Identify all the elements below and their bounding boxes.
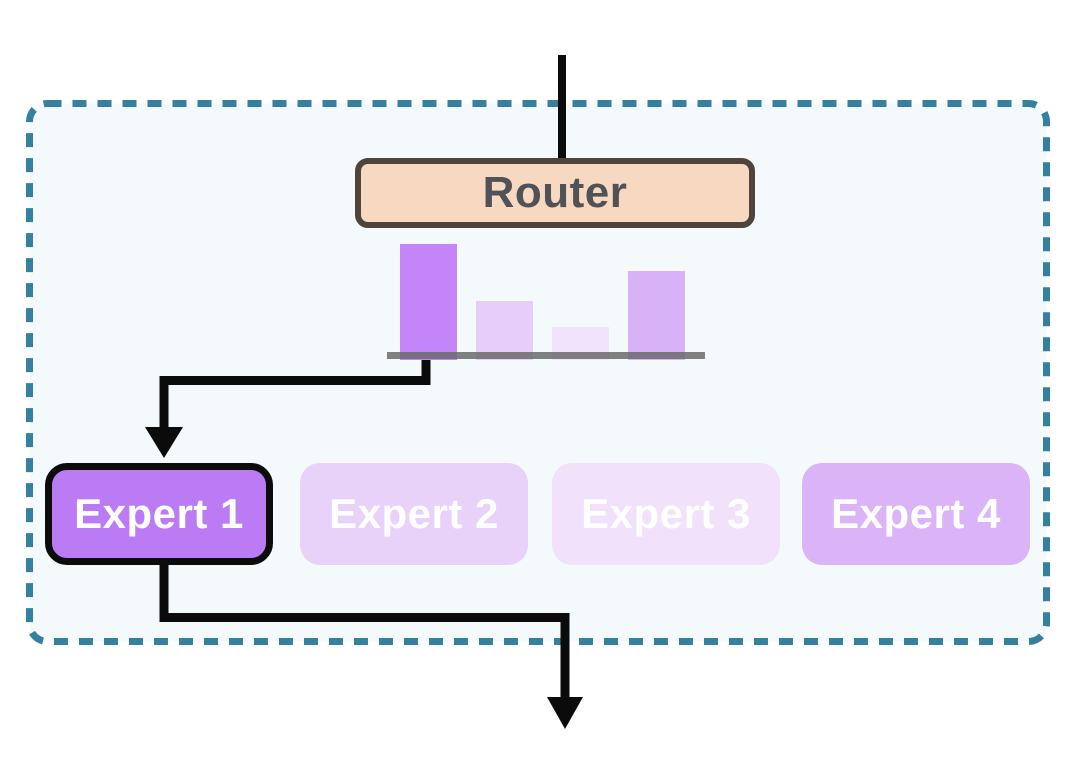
router-label: Router [482,168,628,217]
expert-3-box: Expert 3 [552,463,780,565]
gate-weight-bar-1 [400,244,457,360]
expert1-output-arrowhead [547,697,583,729]
expert-2-box: Expert 2 [300,463,528,565]
expert1-output-arrow-line [159,562,570,700]
expert-1-label: Expert 1 [74,490,244,537]
expert-3-label: Expert 3 [581,490,751,537]
expert-1-box: Expert 1 [45,463,273,565]
chart-baseline [387,352,705,359]
expert-4-label: Expert 4 [831,490,1001,537]
router-box: Router [355,158,755,228]
router-to-expert1-arrow-line [159,354,431,432]
expert-2-label: Expert 2 [329,490,499,537]
gate-weight-bar-4 [628,271,685,360]
gate-weight-bar-2 [476,301,533,360]
router-to-expert1-arrowhead [145,427,183,458]
expert-4-box: Expert 4 [802,463,1030,565]
router-weights-chart [400,242,686,360]
